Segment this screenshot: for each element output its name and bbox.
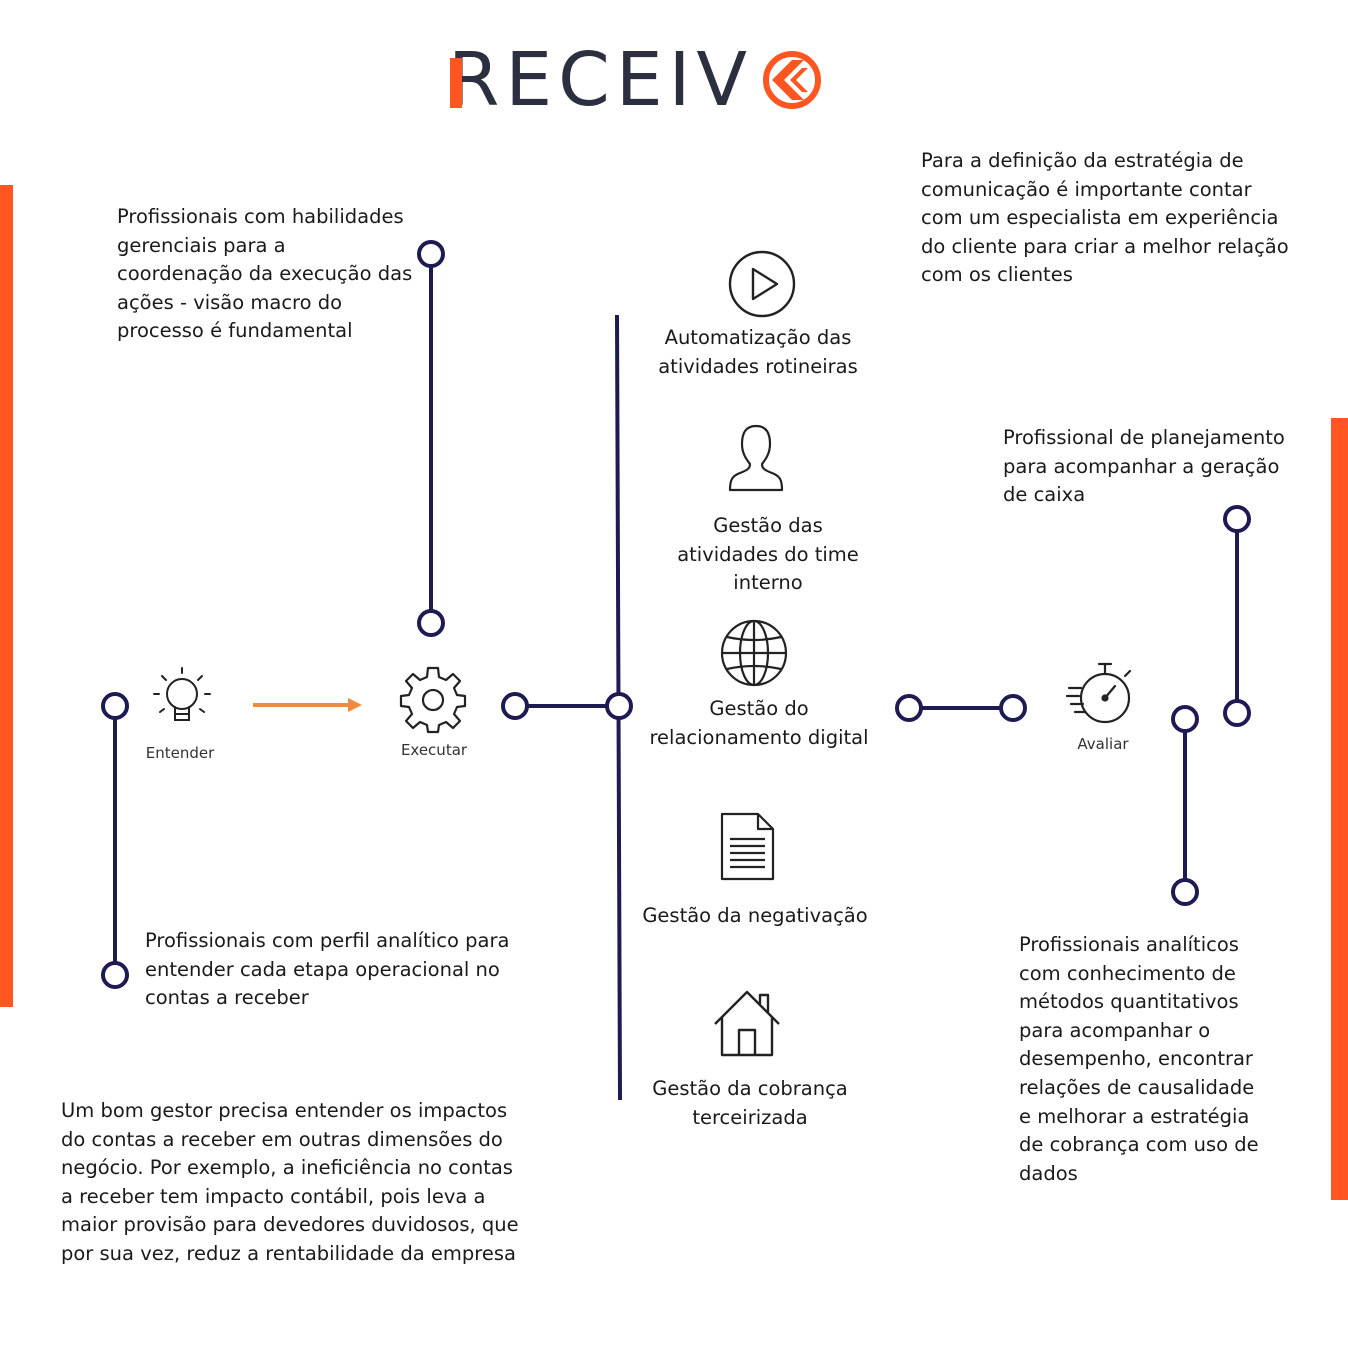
person-icon [728, 424, 784, 492]
stage-label-entender: Entender [145, 744, 215, 762]
stopwatch-icon [1065, 662, 1132, 724]
arrow-icon [253, 698, 362, 712]
left-accent-bar [0, 185, 13, 1007]
lightbulb-icon [153, 667, 211, 721]
right-accent-bar [1331, 418, 1348, 1200]
house-icon [714, 990, 780, 1057]
document-icon [720, 812, 775, 881]
note-gestor: Um bom gestor precisa entender os impact… [61, 1099, 519, 1265]
note-analiticos: Profissionais analíticos com conheciment… [1019, 933, 1259, 1185]
note-executar: Profissionais com habilidades gerenciais… [117, 205, 413, 343]
activity-label-negativacao: Gestão da negativação [642, 904, 868, 927]
note-planejamento: Profissional de planejamento para acompa… [1003, 426, 1285, 507]
stage-label-avaliar: Avaliar [1077, 735, 1129, 753]
logo-text: RECEIV [448, 37, 754, 123]
globe-icon [720, 619, 788, 687]
logo-mark-icon [763, 51, 821, 109]
stage-label-executar: Executar [400, 741, 468, 759]
activity-label-terceirizada: Gestão da cobrança terceirizada [652, 1077, 848, 1129]
note-entender: Profissionais com perfil analítico para … [145, 929, 510, 1010]
activity-label-relacionamento: Gestão do relacionamento digital [649, 697, 869, 749]
activity-label-automatizacao: Automatização das atividades rotineiras [658, 326, 858, 378]
activity-label-time-interno: Gestão das atividades do time interno [677, 514, 859, 595]
logo-r-accent [450, 58, 462, 108]
gear-icon [399, 666, 467, 734]
play-circle-icon [728, 250, 796, 318]
note-comunicacao: Para a definição da estratégia de comuni… [921, 149, 1289, 287]
